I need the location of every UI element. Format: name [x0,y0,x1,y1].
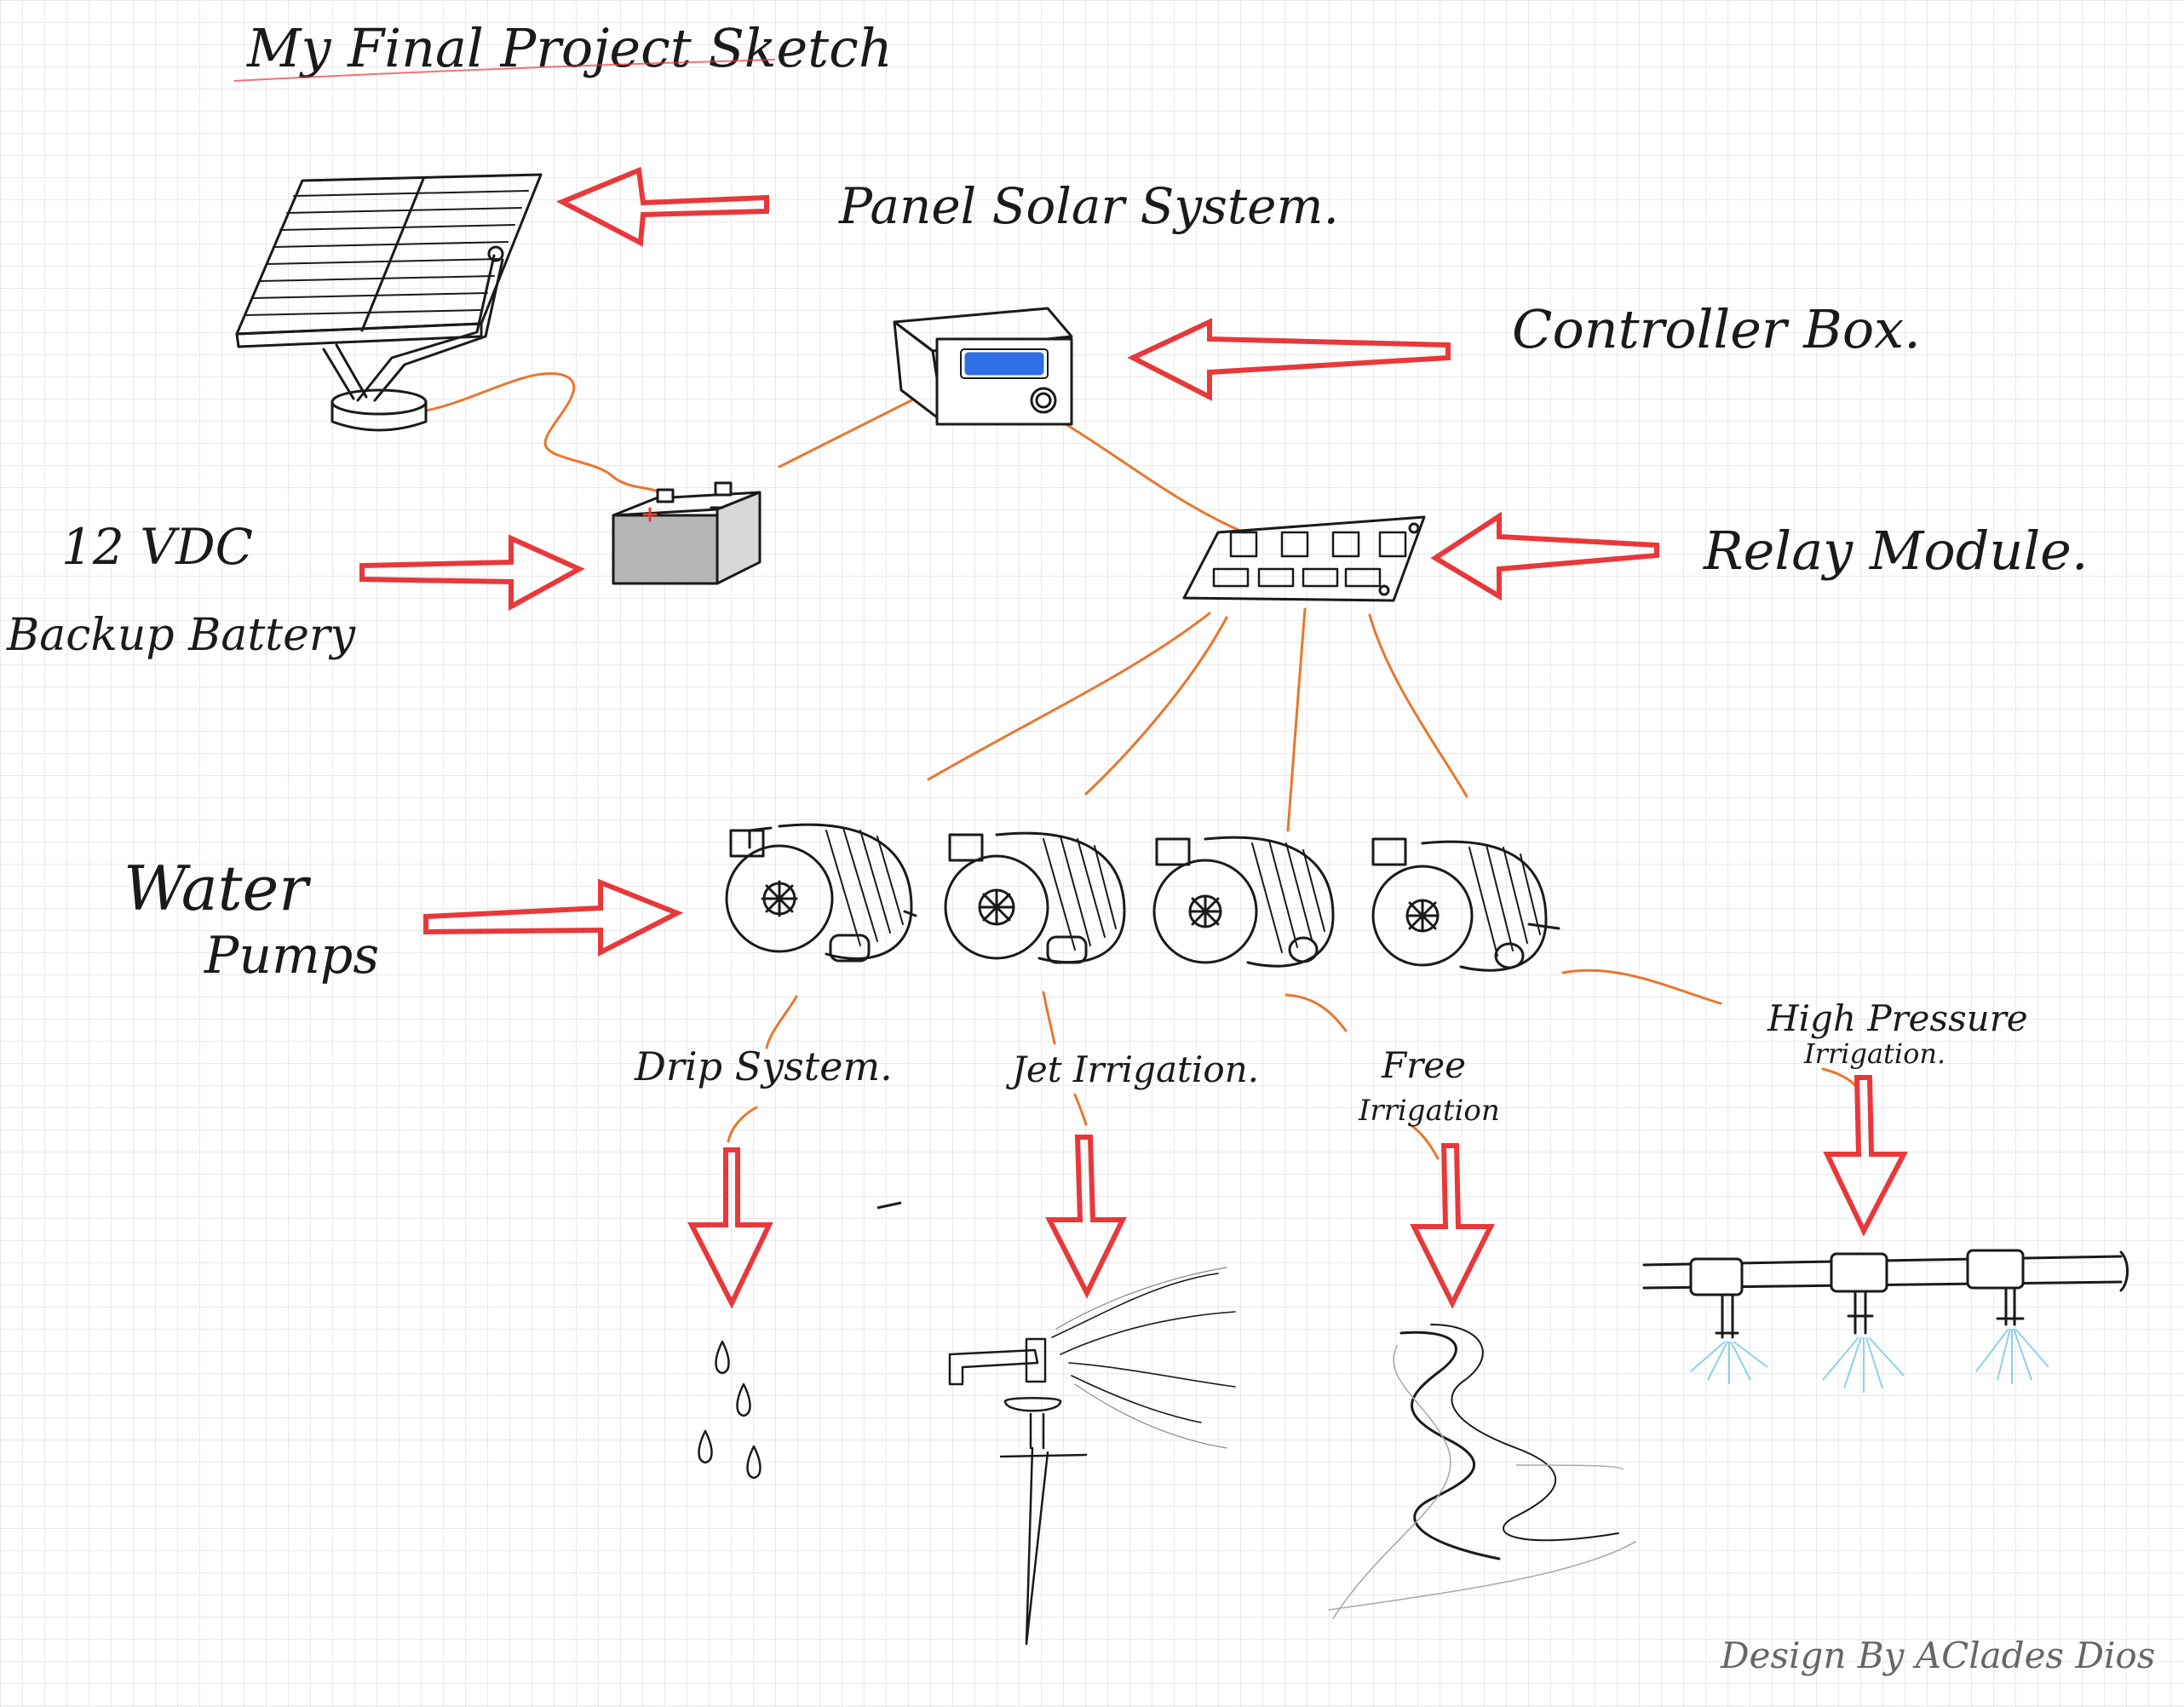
wire-pump4-high [1561,968,1722,1005]
label-high-line1: High Pressure [1767,997,2028,1039]
label-pumps-line2: Pumps [204,926,379,986]
pump-4-icon [1371,837,1560,972]
label-free-line2: Irrigation [1358,1094,1500,1128]
solar-panel-icon [235,173,543,432]
label-free-line1: Free [1381,1044,1466,1086]
wire-relay-pump3 [1286,607,1307,832]
label-pumps-line1: Water [124,853,311,924]
pump-3-icon [1152,836,1335,968]
jet-sprinkler-icon [948,1267,1236,1646]
arrow-to-controller [1127,318,1451,401]
label-controller: Controller Box. [1512,298,1921,360]
drip-drops-icon [698,1340,762,1480]
wire-pump1-drip [765,995,798,1049]
label-high-line2: Irrigation. [1803,1037,1945,1070]
page-title: My Final Project Sketch [246,17,893,79]
label-relay: Relay Module. [1703,520,2089,582]
wire-jet-arrow [1073,1093,1088,1126]
title-underline [233,59,776,82]
wire-solar-battery [424,372,666,496]
wire-pump3-free [1285,993,1348,1032]
label-solar: Panel Solar System. [838,177,1339,235]
wire-high-arrow [1821,1067,1860,1092]
arrow-to-free [1410,1143,1495,1309]
pump-1-icon [725,823,917,963]
label-drip: Drip System. [634,1043,893,1089]
pointer-arrows [359,166,1908,1309]
wire-pump2-jet [1042,991,1056,1045]
arrow-to-battery [359,534,585,612]
wire-relay-pump1 [927,612,1211,781]
arrow-to-solar [555,166,769,247]
stray-mark [876,1201,902,1210]
high-pressure-pipe-icon [1642,1249,2129,1393]
controller-box-icon [893,307,1073,426]
designer-signature: Design By AClades Dios [1720,1635,2155,1676]
pump-2-icon [944,831,1126,964]
relay-module-icon [1182,515,1426,602]
arrow-to-drip [687,1147,773,1309]
wiring [424,372,1860,1160]
wire-free-arrow [1408,1123,1440,1160]
wire-battery-controller [778,399,913,468]
label-battery-line1: 12 VDC [61,518,253,576]
wire-drip-arrow [727,1106,758,1143]
free-irrigation-stream-icon [1328,1324,1636,1619]
battery-icon [612,481,762,585]
wire-relay-pump4 [1368,613,1468,798]
arrow-to-relay [1430,511,1659,601]
arrow-to-high [1823,1075,1908,1237]
water-spray [1690,1328,2049,1393]
label-jet: Jet Irrigation. [1005,1049,1259,1090]
arrow-to-jet [1045,1135,1127,1299]
wire-controller-relay [1061,421,1245,534]
wire-relay-pump2 [1084,616,1228,796]
water-pumps [725,823,1560,972]
lcd-screen [964,352,1044,376]
label-battery-line2: Backup Battery [6,610,356,661]
arrow-to-pumps [423,878,684,957]
